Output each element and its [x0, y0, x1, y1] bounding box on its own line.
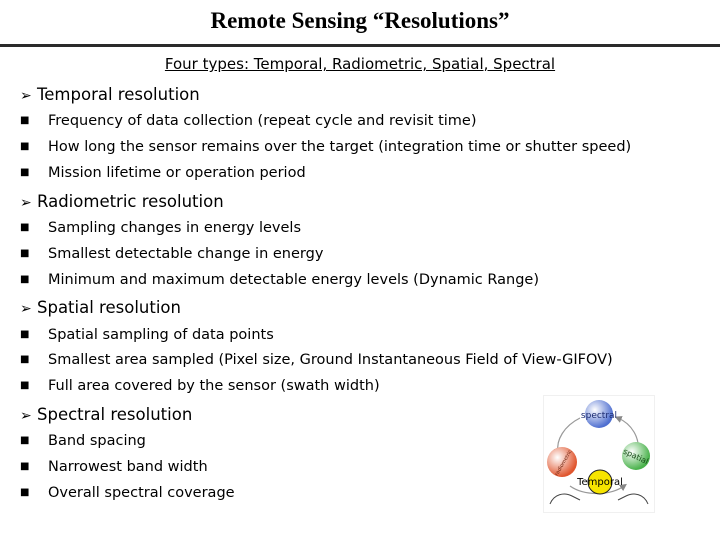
- slide-subtitle: Four types: Temporal, Radiometric, Spati…: [164, 55, 556, 73]
- right-hand-icon: [617, 493, 649, 505]
- section-heading-spectral: ➢Spectral resolution: [20, 405, 193, 424]
- section-heading-radiometric: ➢Radiometric resolution: [20, 192, 224, 211]
- arrow-bullet-icon: ➢: [20, 195, 32, 211]
- section-heading-spatial: ➢Spatial resolution: [20, 298, 181, 317]
- square-bullet-icon: ■: [20, 222, 30, 233]
- square-bullet-icon: ■: [20, 380, 30, 391]
- list-item: ■Full area covered by the sensor (swath …: [20, 378, 380, 394]
- spatial-ball: [622, 442, 650, 470]
- list-item: ■Mission lifetime or operation period: [20, 165, 306, 181]
- square-bullet-icon: ■: [20, 248, 30, 259]
- square-bullet-icon: ■: [20, 329, 30, 340]
- square-bullet-icon: ■: [20, 435, 30, 446]
- title-divider: [0, 44, 720, 47]
- list-item: ■Spatial sampling of data points: [20, 327, 274, 343]
- arrow-bullet-icon: ➢: [20, 301, 32, 317]
- arrow-bullet-icon: ➢: [20, 88, 32, 104]
- left-hand-icon: [549, 493, 581, 505]
- list-item: ■Frequency of data collection (repeat cy…: [20, 113, 477, 129]
- list-item: ■Narrowest band width: [20, 459, 208, 475]
- slide-title: Remote Sensing “Resolutions”: [210, 8, 510, 33]
- list-item: ■How long the sensor remains over the ta…: [20, 139, 632, 155]
- section-heading-temporal: ➢Temporal resolution: [20, 85, 200, 104]
- square-bullet-icon: ■: [20, 487, 30, 498]
- radiometric-ball: [547, 447, 577, 477]
- cycle-arrow: [553, 417, 581, 456]
- square-bullet-icon: ■: [20, 167, 30, 178]
- list-item: ■Band spacing: [20, 433, 146, 449]
- temporal-label: Temporal: [576, 477, 623, 488]
- square-bullet-icon: ■: [20, 115, 30, 126]
- square-bullet-icon: ■: [20, 274, 30, 285]
- resolution-juggling-figure: spectral radiometric spatial Temporal: [543, 395, 655, 513]
- arrow-bullet-icon: ➢: [20, 408, 32, 424]
- square-bullet-icon: ■: [20, 461, 30, 472]
- juggling-illustration: spectral radiometric spatial Temporal: [547, 400, 650, 505]
- spectral-ball-label: spectral: [581, 411, 617, 421]
- list-item: ■Sampling changes in energy levels: [20, 220, 301, 236]
- spectral-ball: [585, 400, 613, 428]
- list-item: ■Smallest area sampled (Pixel size, Grou…: [20, 352, 613, 368]
- square-bullet-icon: ■: [20, 141, 30, 152]
- temporal-ball: [587, 469, 613, 495]
- list-item: ■Overall spectral coverage: [20, 485, 235, 501]
- list-item: ■Minimum and maximum detectable energy l…: [20, 272, 540, 288]
- square-bullet-icon: ■: [20, 354, 30, 365]
- list-item: ■Smallest detectable change in energy: [20, 246, 324, 262]
